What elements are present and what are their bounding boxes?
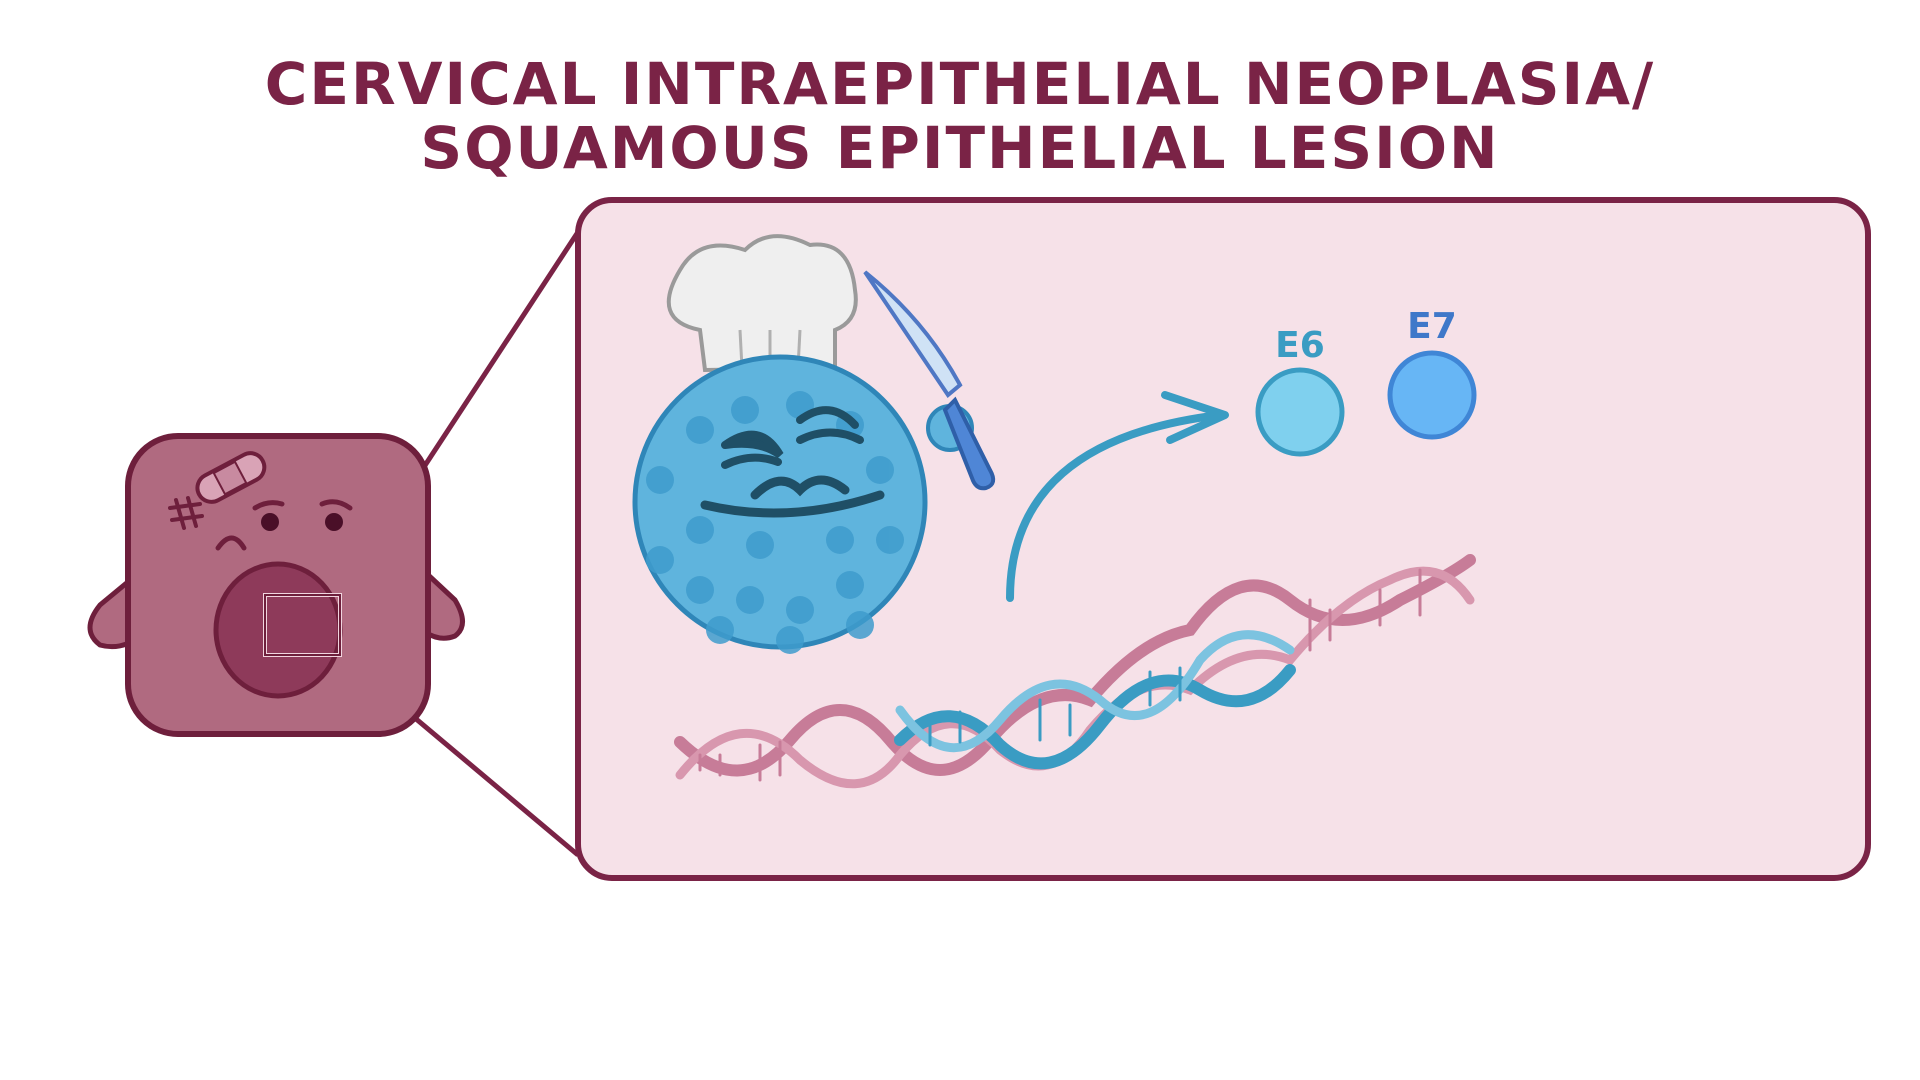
virus-left-eye bbox=[721, 430, 784, 459]
cell-character bbox=[87, 433, 465, 737]
page-title: CERVICAL INTRAEPITHELIAL NEOPLASIA/ SQUA… bbox=[0, 52, 1920, 180]
cell-right-eyebrow bbox=[319, 499, 353, 511]
e7-label: E7 bbox=[1407, 306, 1457, 347]
title-line-1: CERVICAL INTRAEPITHELIAL NEOPLASIA/ bbox=[264, 50, 1656, 118]
virus-mouth bbox=[700, 490, 885, 518]
virus-right-eye bbox=[796, 406, 859, 429]
dna-helix bbox=[674, 554, 1476, 789]
cell-right-arm bbox=[423, 570, 465, 641]
expression-arrow bbox=[1006, 391, 1229, 602]
cell-nucleus bbox=[213, 561, 343, 699]
cell-right-eye bbox=[325, 513, 343, 531]
virus-body bbox=[632, 354, 928, 650]
bandage-icon bbox=[195, 451, 267, 504]
e6-label: E6 bbox=[1275, 325, 1325, 366]
e6-protein: E6 bbox=[1255, 325, 1345, 457]
cell-left-eye bbox=[261, 513, 279, 531]
scratch-icon bbox=[168, 496, 204, 530]
chef-hat-icon bbox=[666, 234, 858, 373]
virus-mustache bbox=[750, 475, 850, 500]
e7-protein: E7 bbox=[1387, 306, 1477, 440]
cell-mouth bbox=[215, 535, 247, 551]
cell-left-eyebrow bbox=[252, 500, 285, 511]
viral-dna-segment bbox=[894, 664, 1296, 770]
knife-icon bbox=[863, 270, 996, 491]
title-line-2: SQUAMOUS EPITHELIAL LESION bbox=[420, 114, 1500, 182]
hpv-virus-chef bbox=[632, 234, 996, 654]
